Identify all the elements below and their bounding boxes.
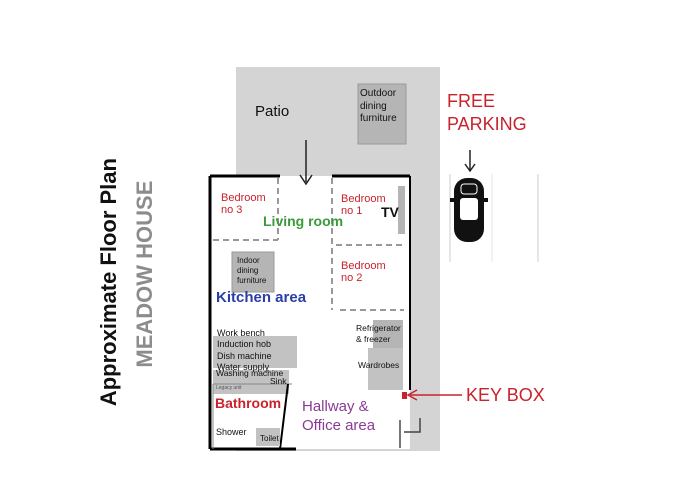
bathroom-label: Bathroom [215, 395, 282, 411]
car-icon [450, 178, 488, 242]
sink-label: Sink [270, 376, 287, 386]
toilet-fixture [256, 428, 280, 446]
tv-label: TV [381, 204, 399, 220]
kitchen-appliances: Work bench Induction hob Dish machine Wa… [217, 328, 272, 372]
washing-machine-label: Washing machine [216, 368, 284, 378]
legacy-label: Legacy unit [216, 385, 242, 391]
house-interior [210, 176, 410, 449]
refrigerator-label: Refrigerator& freezer [356, 323, 401, 344]
indoor-furniture [231, 251, 275, 293]
wardrobes-label: Wardrobes [358, 360, 400, 370]
shower-label: Shower [216, 427, 247, 437]
entry-arrow-icon [404, 418, 421, 433]
toilet-label: Toilet [260, 434, 279, 443]
living-room-label: Living room [263, 213, 344, 229]
hallway-label: Hallway &Office area [302, 398, 376, 434]
bathroom-fixtures [213, 370, 289, 394]
wardrobe-unit [368, 348, 403, 390]
tv-unit [398, 186, 405, 234]
patio-label: Patio [255, 103, 290, 120]
fridge-unit [373, 320, 403, 348]
kitchen-counter [213, 336, 297, 368]
outdoor-furniture [357, 83, 407, 145]
kitchen-label: Kitchen area [216, 289, 307, 306]
key-box-marker [402, 392, 407, 399]
key-box-label: KEY BOX [466, 385, 545, 405]
